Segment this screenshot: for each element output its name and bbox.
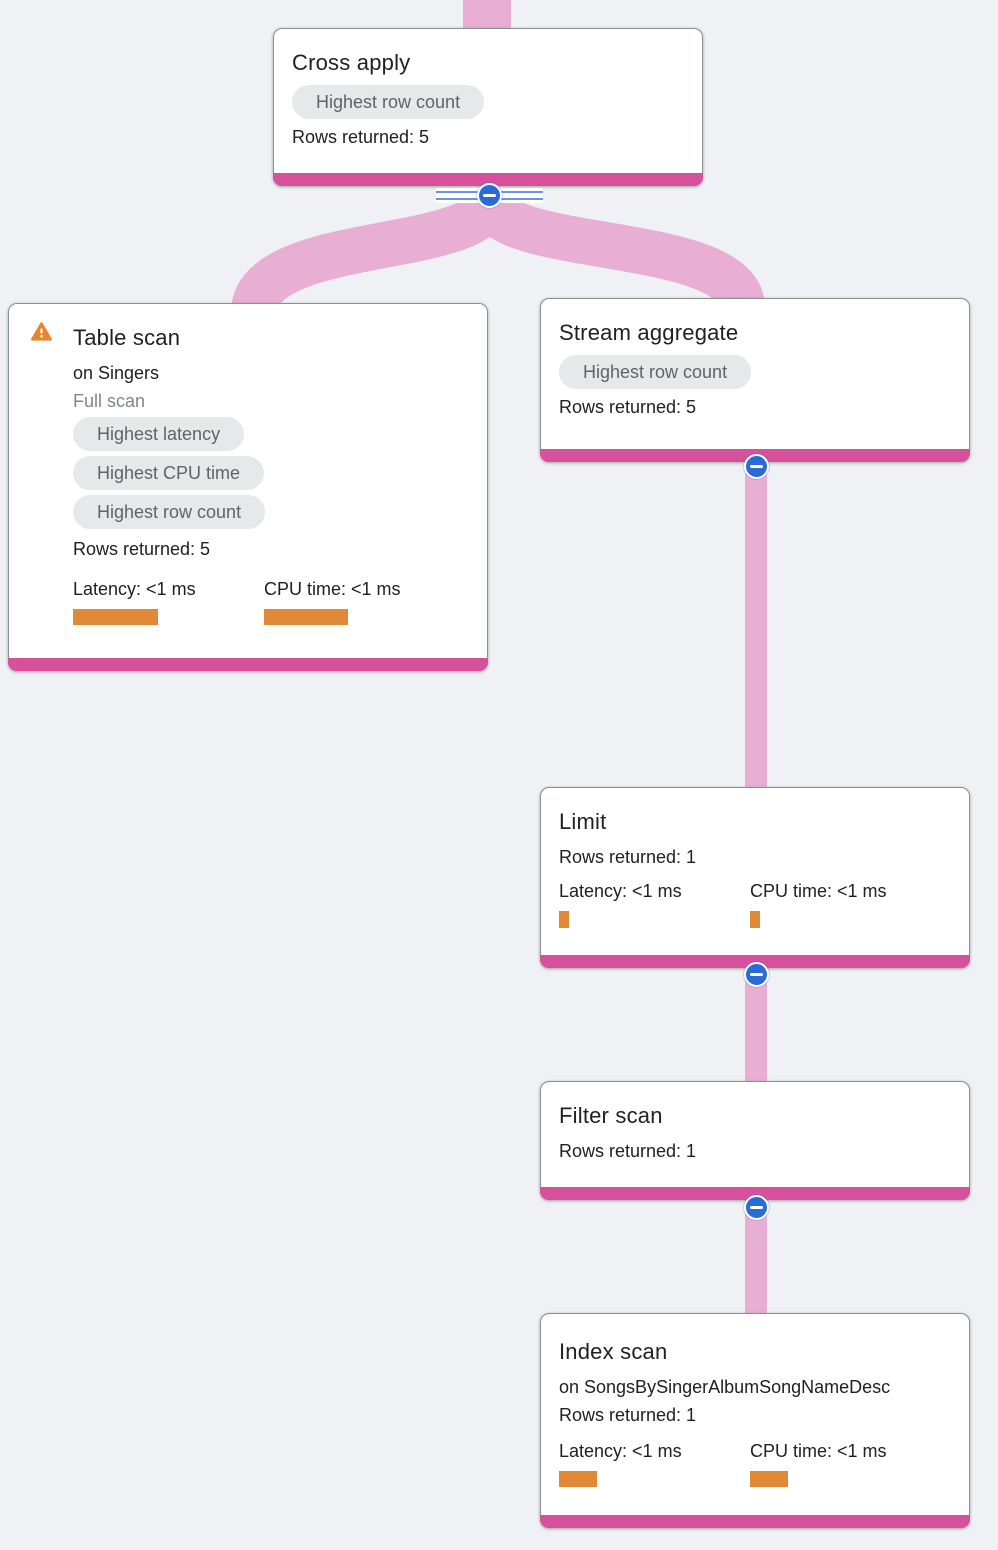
edge-limit-to-filter-scan bbox=[745, 960, 767, 1088]
highest-latency-badge: Highest latency bbox=[73, 417, 245, 451]
node-title: Table scan bbox=[73, 325, 181, 350]
edge-cross-apply-to-stream-aggregate bbox=[466, 192, 765, 312]
node-title: Limit bbox=[559, 809, 607, 834]
edge-root-to-cross-apply bbox=[463, 0, 511, 30]
latency-bar bbox=[559, 1471, 597, 1487]
plan-node-filter-scan[interactable]: Filter scan Rows returned: 1 bbox=[540, 1081, 970, 1200]
minus-icon bbox=[750, 1206, 763, 1209]
highest-row-count-badge: Highest row count bbox=[559, 355, 752, 389]
scan-type-label: Full scan bbox=[73, 391, 146, 411]
node-title: Index scan bbox=[559, 1339, 668, 1364]
node-accent-bar bbox=[540, 955, 970, 968]
latency-label: Latency: <1 ms bbox=[559, 1441, 682, 1461]
plan-node-cross-apply[interactable]: Cross apply Highest row count Rows retur… bbox=[273, 28, 703, 186]
minus-icon bbox=[750, 973, 763, 976]
latency-label: Latency: <1 ms bbox=[73, 579, 196, 599]
rows-returned-label: Rows returned: 5 bbox=[73, 539, 211, 559]
cpu-time-bar bbox=[750, 1471, 788, 1487]
cpu-time-label: CPU time: <1 ms bbox=[750, 881, 887, 901]
cpu-time-label: CPU time: <1 ms bbox=[750, 1441, 887, 1461]
node-title: Stream aggregate bbox=[559, 320, 739, 345]
cpu-time-bar bbox=[264, 609, 348, 625]
plan-node-stream-aggregate[interactable]: Stream aggregate Highest row count Rows … bbox=[540, 298, 970, 462]
minus-icon bbox=[483, 194, 496, 197]
latency-bar bbox=[559, 911, 569, 928]
collapse-stream-aggregate-button[interactable] bbox=[744, 454, 769, 479]
collapse-filter-scan-button[interactable] bbox=[744, 1195, 769, 1220]
cpu-time-bar bbox=[750, 911, 760, 928]
node-accent-bar bbox=[540, 1187, 970, 1200]
node-title: Filter scan bbox=[559, 1103, 663, 1128]
warning-icon bbox=[29, 320, 54, 348]
highest-row-count-badge: Highest row count bbox=[292, 85, 485, 119]
edge-cross-apply-to-table-scan bbox=[231, 193, 512, 316]
collapse-cross-apply-button[interactable] bbox=[477, 183, 502, 208]
plan-node-table-scan[interactable]: Table scan on Singers Full scan Highest … bbox=[8, 303, 488, 671]
rows-returned-label: Rows returned: 1 bbox=[559, 1405, 697, 1425]
collapse-limit-button[interactable] bbox=[744, 962, 769, 987]
edge-filter-scan-to-index-scan bbox=[745, 1194, 767, 1320]
rows-returned-label: Rows returned: 1 bbox=[559, 1141, 697, 1161]
rows-returned-label: Rows returned: 5 bbox=[292, 127, 430, 147]
minus-icon bbox=[750, 465, 763, 468]
node-accent-bar bbox=[8, 658, 488, 671]
node-title: Cross apply bbox=[292, 50, 411, 75]
rows-returned-label: Rows returned: 5 bbox=[559, 397, 697, 417]
highest-row-count-badge: Highest row count bbox=[73, 495, 266, 529]
node-target-label: on Singers bbox=[73, 363, 160, 383]
latency-label: Latency: <1 ms bbox=[559, 881, 682, 901]
rows-returned-label: Rows returned: 1 bbox=[559, 847, 697, 867]
latency-bar bbox=[73, 609, 158, 625]
node-accent-bar bbox=[540, 1515, 970, 1528]
plan-node-limit[interactable]: Limit Rows returned: 1 Latency: <1 ms CP… bbox=[540, 787, 970, 968]
node-accent-bar bbox=[273, 173, 703, 186]
cpu-time-label: CPU time: <1 ms bbox=[264, 579, 401, 599]
plan-node-index-scan[interactable]: Index scan on SongsBySingerAlbumSongName… bbox=[540, 1313, 970, 1528]
edge-stream-aggregate-to-limit bbox=[745, 456, 767, 796]
node-target-label: on SongsBySingerAlbumSongNameDesc bbox=[559, 1377, 891, 1397]
highest-cpu-time-badge: Highest CPU time bbox=[73, 456, 265, 490]
